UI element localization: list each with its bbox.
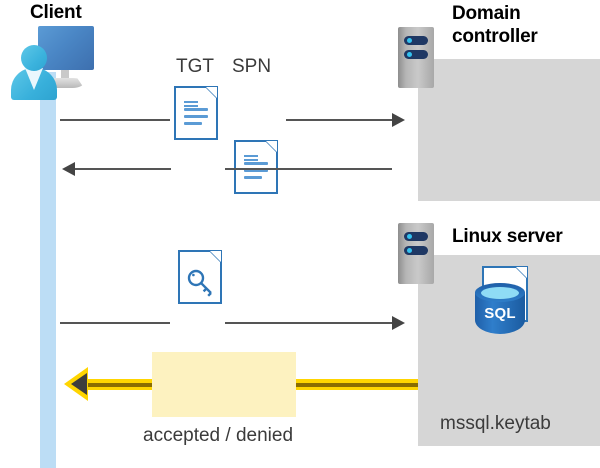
page-title-domain-controller: Domain controller [452, 2, 592, 48]
flow-result-band-right [296, 379, 418, 390]
title-domain-line1: Domain [452, 3, 521, 24]
doc-hatch-icon [244, 155, 258, 161]
page-title-linux-server: Linux server [452, 226, 563, 247]
db-label: SQL [484, 305, 516, 322]
rack-bay-icon [404, 36, 428, 45]
sql-database-icon: SQL [475, 283, 525, 341]
label-tgt: TGT [176, 56, 214, 77]
document-icon-spn [234, 140, 278, 194]
flow-ticket-arrowhead [62, 162, 75, 176]
flow-result-arrowhead [64, 367, 88, 401]
flow-ticket-line-left [75, 168, 171, 170]
page-fold-inner-icon [206, 87, 217, 98]
person-head-icon [21, 45, 47, 71]
key-glyph-icon [187, 269, 212, 297]
flow-request-line-left [60, 119, 170, 121]
key-document-icon-ticket [178, 250, 222, 304]
flow-present-line-left [60, 322, 170, 324]
label-accepted-denied: accepted / denied [143, 425, 294, 446]
monitor-neck-icon [61, 70, 69, 80]
document-icon-tgt [174, 86, 218, 140]
flow-request-arrowhead [392, 113, 405, 127]
label-spn: SPN [232, 56, 272, 77]
flow-present-line-right [225, 322, 392, 324]
page-fold-inner-icon [210, 251, 221, 262]
monitor-screen-icon [38, 26, 94, 70]
rack-bay-icon [404, 232, 428, 241]
user-computer-icon [8, 26, 94, 100]
flow-ticket-line-right [225, 168, 392, 170]
server-rack-icon [398, 223, 434, 284]
client-lifeline [40, 72, 56, 468]
label-keytab-file: mssql.keytab [440, 413, 551, 434]
rack-bay-icon [404, 246, 428, 255]
server-rack-icon [398, 27, 434, 88]
rack-bay-icon [404, 50, 428, 59]
result-highlight-box [152, 352, 296, 417]
page-title-client: Client [30, 2, 82, 23]
page-fold-inner-icon [266, 141, 277, 152]
title-domain-line2: controller [452, 26, 538, 47]
flow-result-band-left [88, 379, 152, 390]
page-fold-inner-icon [516, 267, 527, 278]
db-cylinder-top-inner [481, 287, 519, 299]
flow-request-line-right [286, 119, 392, 121]
flow-present-arrowhead [392, 316, 405, 330]
doc-hatch-icon [184, 101, 198, 107]
domain-controller-panel [418, 59, 600, 201]
monitor-base-icon [46, 78, 84, 88]
